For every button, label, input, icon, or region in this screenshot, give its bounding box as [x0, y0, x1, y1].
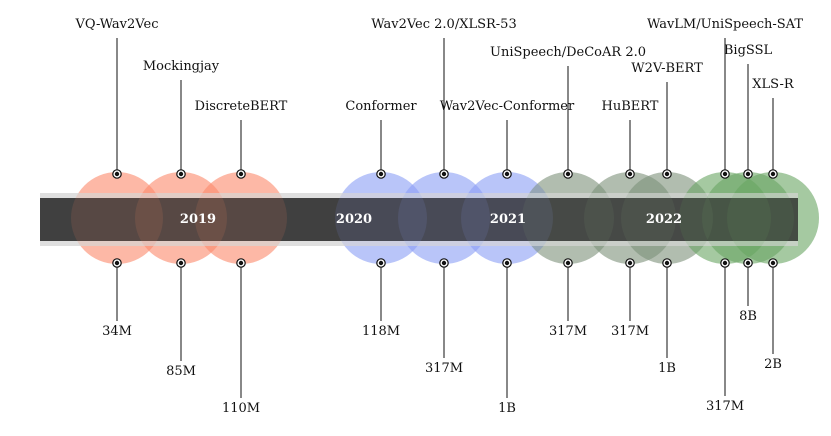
model-param-label: 317M: [425, 361, 463, 376]
model-param-label: 1B: [498, 401, 516, 416]
name-dot-core: [178, 171, 184, 177]
stem-layer: [112, 38, 778, 398]
label-layer: 2019 2020 2021 2022 VQ-Wav2Vec 34M Mockingjay 8…: [75, 17, 804, 416]
bar-tint: [195, 172, 287, 264]
timeline-bar: [40, 172, 819, 264]
model-name-label: Mockingjay: [143, 59, 220, 74]
bar-tint: [461, 172, 553, 264]
name-dot-core: [441, 171, 447, 177]
param-dot-core: [114, 260, 120, 266]
bar-tint: [335, 172, 427, 264]
model-param-label: 8B: [739, 309, 757, 324]
name-dot-core: [504, 171, 510, 177]
name-dot-core: [565, 171, 571, 177]
param-dot-core: [238, 260, 244, 266]
model-param-label: 85M: [166, 364, 196, 379]
model-name-label: WavLM/UniSpeech-SAT: [647, 17, 803, 32]
model-param-label: 1B: [658, 361, 676, 376]
name-dot-core: [722, 171, 728, 177]
model-param-label: 317M: [706, 399, 744, 414]
bar-tint: [584, 172, 676, 264]
year-label: 2019: [180, 212, 216, 227]
param-dot-core: [178, 260, 184, 266]
param-dot-core: [565, 260, 571, 266]
bar-tint: [135, 172, 227, 264]
param-dot-core: [378, 260, 384, 266]
model-name-label: UniSpeech/DeCoAR 2.0: [490, 45, 646, 60]
param-dot-core: [664, 260, 670, 266]
name-dot-core: [770, 171, 776, 177]
model-param-label: 317M: [549, 324, 587, 339]
model-param-label: 118M: [362, 324, 400, 339]
param-dot-core: [770, 260, 776, 266]
model-name-label: VQ-Wav2Vec: [75, 17, 159, 32]
timeline-bar-body: [40, 198, 798, 241]
bar-tint: [621, 172, 713, 264]
model-name-label: Wav2Vec 2.0/XLSR-53: [371, 17, 516, 32]
model-param-label: 34M: [102, 324, 132, 339]
year-label: 2022: [646, 212, 682, 227]
name-dot-core: [238, 171, 244, 177]
name-dot-core: [378, 171, 384, 177]
name-dot-core: [745, 171, 751, 177]
model-name-label: Wav2Vec-Conformer: [440, 99, 575, 114]
bar-tint: [71, 172, 163, 264]
year-label: 2020: [336, 212, 372, 227]
bar-tint: [398, 172, 490, 264]
model-name-label: HuBERT: [602, 99, 659, 114]
model-name-label: W2V-BERT: [631, 61, 703, 76]
param-dot-core: [745, 260, 751, 266]
bar-tint: [702, 172, 794, 264]
name-dot-core: [114, 171, 120, 177]
param-dot-core: [627, 260, 633, 266]
model-name-label: BigSSL: [724, 43, 773, 58]
model-name-label: DiscreteBERT: [195, 99, 288, 114]
model-name-label: XLS-R: [752, 77, 795, 92]
bar-tint: [522, 172, 614, 264]
param-dot-core: [504, 260, 510, 266]
model-param-label: 2B: [764, 357, 782, 372]
bar-tint: [727, 172, 819, 264]
bar-tint: [679, 172, 771, 264]
model-param-label: 317M: [611, 324, 649, 339]
model-param-label: 110M: [222, 401, 260, 416]
model-name-label: Conformer: [345, 99, 417, 114]
name-dot-core: [664, 171, 670, 177]
year-label: 2021: [490, 212, 526, 227]
param-dot-core: [722, 260, 728, 266]
name-dot-core: [627, 171, 633, 177]
param-dot-core: [441, 260, 447, 266]
